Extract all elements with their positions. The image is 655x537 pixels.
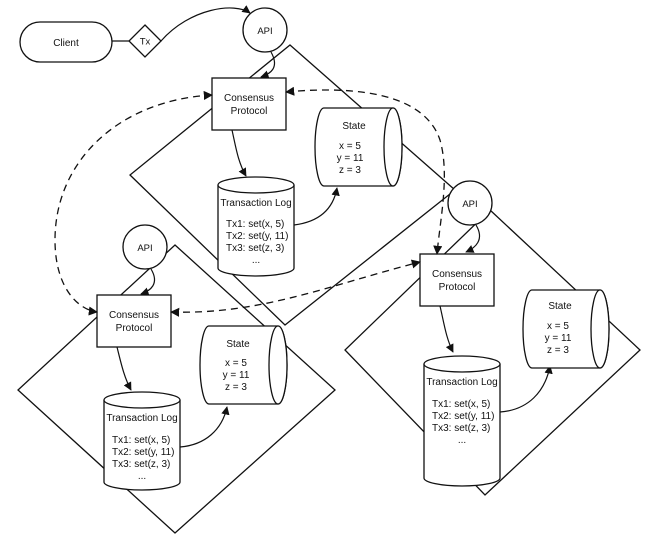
consensus-label: Protocol	[231, 106, 268, 117]
log-entry: Tx1: set(x, 5)	[226, 219, 284, 230]
log-to-state-arrow	[179, 406, 230, 448]
log-title: Transaction Log	[106, 413, 177, 424]
state-value: y = 11	[337, 153, 364, 164]
transaction-log-cylinder: Transaction Log Tx1: set(x, 5) Tx2: set(…	[217, 176, 295, 277]
log-entry: Tx1: set(x, 5)	[432, 399, 490, 410]
log-entry: Tx2: set(y, 11)	[432, 411, 494, 422]
log-entry: ...	[252, 255, 260, 266]
consensus-to-log-arrow	[439, 305, 454, 353]
state-value: x = 5	[547, 321, 569, 332]
state-title: State	[342, 121, 366, 132]
log-entry: Tx3: set(z, 3)	[226, 243, 284, 254]
tx-token: Tx	[128, 24, 162, 58]
state-cylinder: State x = 5 y = 11 z = 3	[199, 325, 288, 405]
state-cylinder: State x = 5 y = 11 z = 3	[522, 289, 610, 369]
consensus-box: Consensus Protocol	[96, 294, 172, 348]
consensus-label: Consensus	[432, 269, 482, 280]
api-to-consensus-arrow	[140, 268, 156, 296]
consensus-link-left-right	[170, 259, 421, 317]
consensus-link-top-left	[54, 90, 213, 316]
state-value: x = 5	[225, 358, 247, 369]
node-right: API Consensus Protocol Transaction Log T…	[419, 180, 610, 487]
node-top: API Consensus Protocol Transaction Log T…	[211, 7, 403, 277]
consensus-label: Protocol	[439, 282, 476, 293]
api-label: API	[462, 199, 477, 210]
log-entry: ...	[458, 435, 466, 446]
consensus-label: Consensus	[224, 93, 274, 104]
state-cylinder: State x = 5 y = 11 z = 3	[314, 107, 403, 187]
client-box: Client	[19, 21, 113, 63]
log-entry: Tx3: set(z, 3)	[432, 423, 490, 434]
log-to-state-arrow	[293, 187, 340, 226]
log-entry: Tx3: set(z, 3)	[112, 459, 170, 470]
log-entry: Tx2: set(y, 11)	[112, 447, 174, 458]
state-value: x = 5	[339, 141, 361, 152]
state-title: State	[226, 339, 250, 350]
tx-token-label: Tx	[140, 37, 151, 48]
log-title: Transaction Log	[220, 198, 291, 209]
log-to-state-arrow	[499, 365, 553, 413]
state-value: y = 11	[545, 333, 572, 344]
api-circle: API	[242, 7, 288, 53]
node-frame-left	[17, 244, 336, 534]
consensus-to-log-arrow	[116, 346, 132, 391]
api-circle: API	[122, 224, 168, 270]
consensus-to-log-arrow	[231, 129, 247, 177]
consensus-label: Protocol	[116, 323, 153, 334]
log-title: Transaction Log	[426, 377, 497, 388]
transaction-log-cylinder: Transaction Log Tx1: set(x, 5) Tx2: set(…	[103, 391, 181, 491]
api-label: API	[137, 243, 152, 254]
client-label: Client	[53, 38, 79, 49]
state-value: z = 3	[339, 165, 361, 176]
transaction-log-cylinder: Transaction Log Tx1: set(x, 5) Tx2: set(…	[423, 355, 501, 487]
consensus-box: Consensus Protocol	[211, 77, 287, 131]
log-entry: Tx1: set(x, 5)	[112, 435, 170, 446]
log-entry: Tx2: set(y, 11)	[226, 231, 288, 242]
state-value: z = 3	[547, 345, 569, 356]
state-title: State	[548, 301, 572, 312]
api-to-consensus-arrow	[465, 224, 481, 253]
api-to-consensus-arrow	[260, 51, 276, 79]
tx-to-api-arrow	[160, 5, 251, 42]
state-value: y = 11	[223, 370, 250, 381]
log-entry: ...	[138, 471, 146, 482]
api-label: API	[257, 26, 272, 37]
state-value: z = 3	[225, 382, 247, 393]
api-circle: API	[447, 180, 493, 226]
consensus-label: Consensus	[109, 310, 159, 321]
consensus-box: Consensus Protocol	[419, 253, 495, 307]
